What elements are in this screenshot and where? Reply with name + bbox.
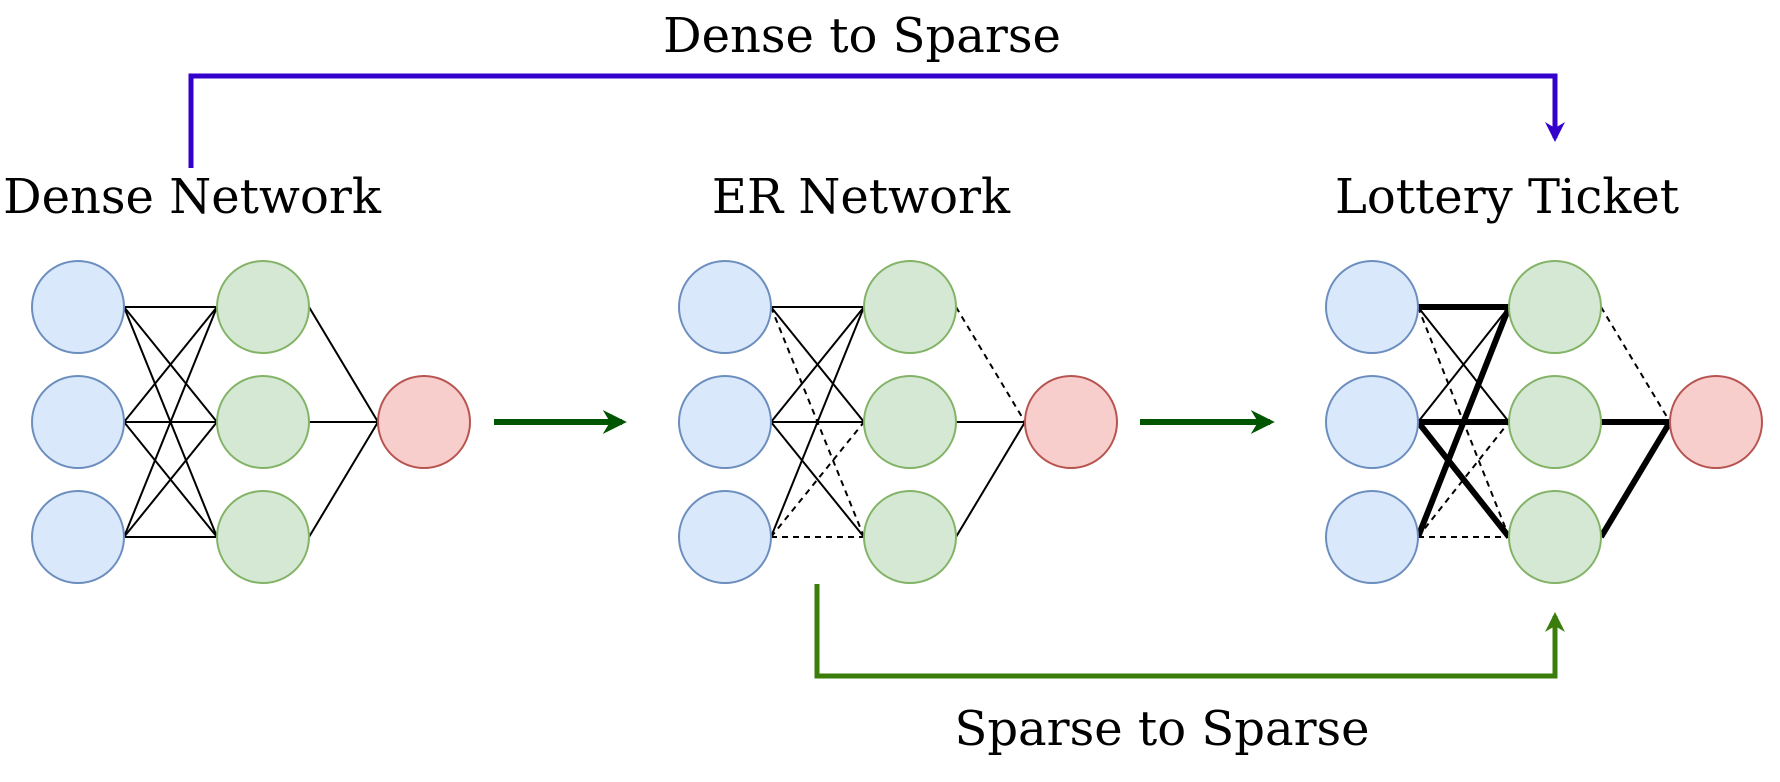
input-node: [31, 260, 125, 354]
input-node: [678, 375, 772, 469]
input-node: [1325, 260, 1419, 354]
edge-h0-o-solid: [308, 306, 379, 423]
hidden-node: [216, 260, 310, 354]
hidden-node: [863, 490, 957, 584]
edge-h2-o-solid: [955, 421, 1026, 538]
output-node: [1024, 375, 1118, 469]
edge-h0-o-dashed: [955, 306, 1026, 423]
network-title-er: ER Network: [712, 169, 1011, 225]
input-node: [678, 490, 772, 584]
edge-i1-h2-solid: [770, 421, 865, 538]
edge-h0-o-dashed: [1600, 306, 1671, 423]
hidden-node: [1508, 490, 1602, 584]
input-node: [31, 490, 125, 584]
input-node: [1325, 375, 1419, 469]
hidden-node: [1508, 260, 1602, 354]
hidden-node: [863, 375, 957, 469]
output-node: [377, 375, 471, 469]
hidden-node: [1508, 375, 1602, 469]
output-node: [1669, 375, 1763, 469]
input-node: [31, 375, 125, 469]
edge-h2-o-solid: [308, 421, 379, 538]
edge-i2-h1-dashed: [770, 421, 865, 538]
network-title-dense: Dense Network: [3, 169, 382, 225]
lottery-ticket-network: [1325, 260, 1763, 584]
edge-i1-h2-bold: [1415, 420, 1512, 539]
edge-i1-h0-solid: [123, 306, 218, 423]
input-node: [678, 260, 772, 354]
edge-i1-h0-solid: [1417, 306, 1510, 423]
edge-h2-o-bold: [1598, 420, 1673, 539]
hidden-node: [863, 260, 957, 354]
dense-to-sparse-arrow: [188, 73, 1565, 168]
network-title-lottery: Lottery Ticket: [1335, 169, 1679, 225]
edge-i2-h1-solid: [123, 421, 218, 538]
edge-i1-h0-solid: [770, 306, 865, 423]
dense-to-sparse-label: Dense to Sparse: [663, 8, 1061, 64]
er-network: [678, 260, 1118, 584]
hidden-node: [216, 375, 310, 469]
hidden-node: [216, 490, 310, 584]
edge-i2-h0-solid: [123, 306, 218, 538]
dense-network: [31, 260, 471, 584]
edge-i2-h0-bold: [1415, 305, 1512, 539]
edge-i2-h1-dashed: [1417, 421, 1510, 538]
input-node: [1325, 490, 1419, 584]
sparse-to-sparse-label: Sparse to Sparse: [954, 701, 1369, 757]
edge-i2-h0-solid: [770, 306, 865, 538]
sparse-to-sparse-arrow: [814, 584, 1565, 679]
